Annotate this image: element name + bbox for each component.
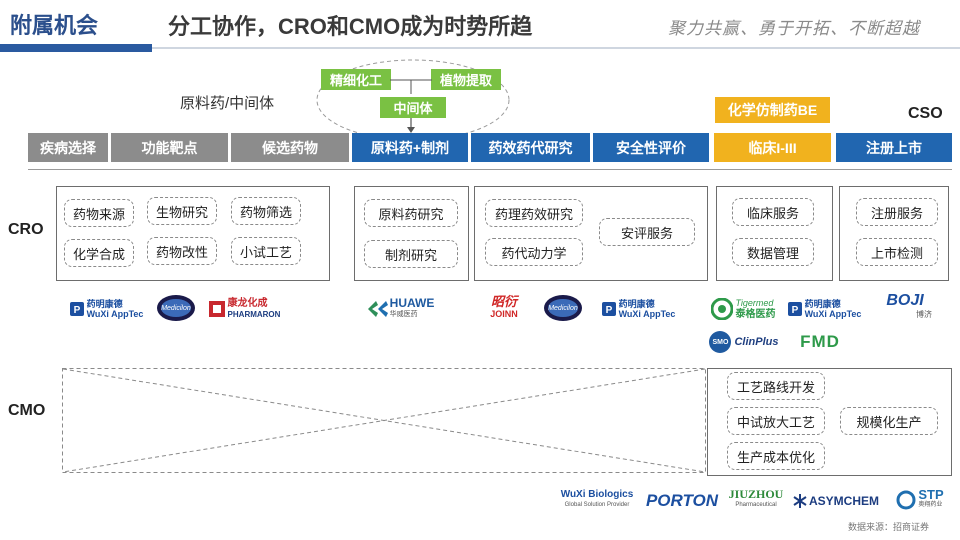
stage-target: 功能靶点 (111, 133, 228, 162)
merge-lines (390, 79, 432, 94)
page-subtitle: 分工协作，CRO和CMO成为时势所趋 (168, 14, 533, 39)
header-accent-bar (0, 44, 152, 52)
jiuzhou-logo: JIUZHOU Pharmaceutical (728, 487, 784, 508)
cro-item: 药代动力学 (485, 238, 583, 266)
api-intermediate-label: 原料药/中间体 (180, 95, 275, 112)
cmo-empty-region (62, 368, 706, 473)
medicilon-logo-2: Medicilon (542, 293, 584, 323)
fine-chem-tag: 精细化工 (321, 69, 391, 90)
cmo-item: 工艺路线开发 (727, 372, 825, 400)
down-arrow (407, 118, 415, 133)
medicilon-logo: Medicilon (155, 293, 197, 323)
joinn-logo: 昭衍 JOINN (490, 294, 518, 319)
stage-candidate: 候选药物 (231, 133, 349, 162)
cro-item: 注册服务 (856, 198, 938, 226)
cro-item: 数据管理 (732, 238, 814, 266)
cro-label: CRO (8, 221, 44, 238)
cro-item: 化学合成 (64, 239, 134, 267)
plant-extract-tag: 植物提取 (431, 69, 501, 90)
cro-item: 上市检测 (856, 238, 938, 266)
header-divider (152, 47, 960, 49)
page-title: 附属机会 (10, 13, 99, 38)
cro-item: 安评服务 (599, 218, 695, 246)
cmo-label: CMO (8, 402, 46, 419)
cro-item: 药物改性 (147, 237, 217, 265)
stage-safety: 安全性评价 (593, 133, 709, 162)
intermediate-tag: 中间体 (380, 97, 446, 118)
svg-text:P: P (605, 305, 612, 316)
boji-logo: BOJI 博济 (886, 292, 932, 320)
cmo-item: 中试放大工艺 (727, 407, 825, 435)
cso-label: CSO (908, 105, 943, 122)
stage-clinical: 临床I-III (714, 133, 831, 162)
cro-item: 生物研究 (147, 197, 217, 225)
highlight-ellipse (316, 59, 510, 141)
cro-item: 临床服务 (732, 198, 814, 226)
data-source: 数据来源：招商证券 (848, 522, 930, 532)
svg-text:P: P (791, 305, 798, 316)
cro-item: 制剂研究 (364, 240, 458, 268)
cro-item: 药物来源 (64, 199, 134, 227)
porton-logo: PORTON (645, 491, 719, 510)
cmo-item: 规模化生产 (840, 407, 938, 435)
cro-item: 原料药研究 (364, 199, 458, 227)
svg-text:P: P (73, 305, 80, 316)
clinplus-logo: SMO ClinPlus (703, 330, 785, 354)
cro-item: 小试工艺 (231, 237, 301, 265)
asymchem-logo: ASYMCHEM (788, 489, 884, 513)
stage-pk-pd: 药效药代研究 (471, 133, 590, 162)
slogan: 聚力共赢、勇于开拓、不断超越 (668, 19, 920, 38)
fmd-logo: FMD (800, 332, 840, 351)
stage-disease-selection: 疾病选择 (28, 133, 108, 162)
wuxi-biologics-logo: WuXi Biologics Global Solution Provider (560, 489, 634, 509)
generic-be-tag: 化学仿制药BE (715, 97, 830, 123)
stage-api-formulation: 原料药+制剂 (352, 133, 468, 162)
cro-item: 药物筛选 (231, 197, 301, 225)
cmo-item: 生产成本优化 (727, 442, 825, 470)
separator-line (28, 169, 952, 170)
cro-item: 药理药效研究 (485, 199, 583, 227)
stage-registration: 注册上市 (836, 133, 952, 162)
